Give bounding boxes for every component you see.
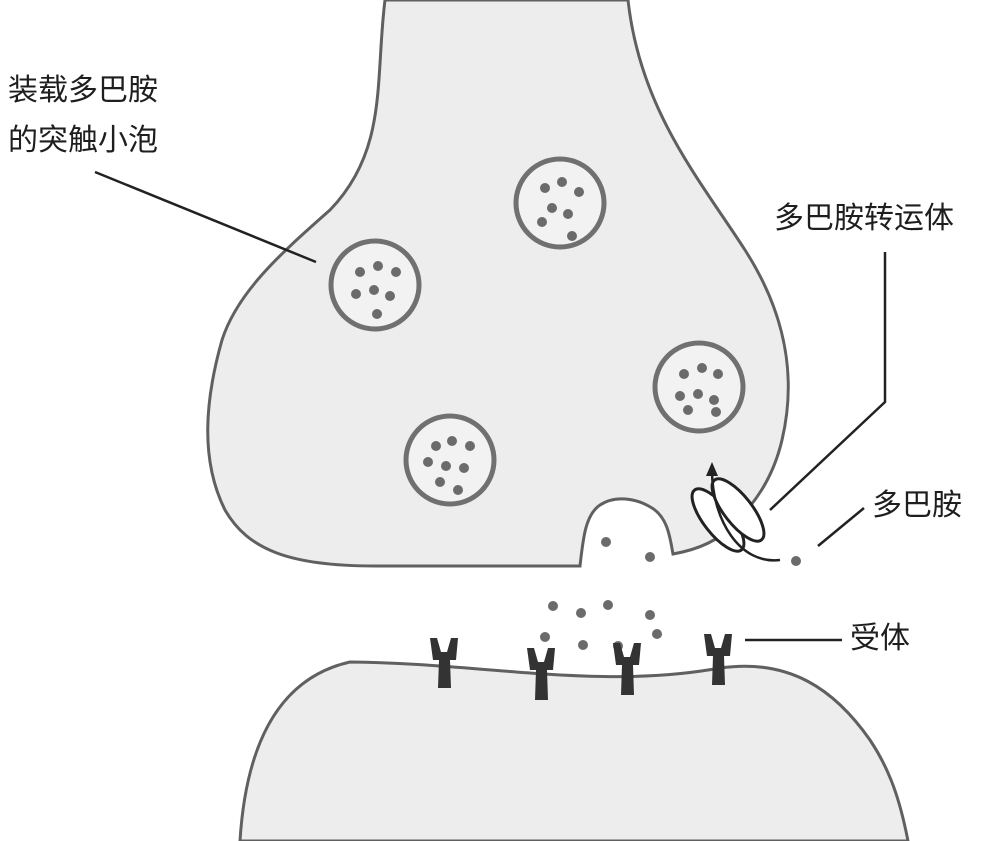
label-dopamine-transporter: 多巴胺转运体 — [774, 196, 954, 242]
leader-line-vesicle — [95, 172, 316, 262]
vesicle — [516, 159, 604, 247]
label-dopamine-vesicle-line2: 的突触小泡 — [8, 118, 158, 164]
label-dopamine-vesicle-line1: 装载多巴胺 — [8, 68, 158, 114]
vesicle — [406, 416, 494, 504]
vesicle — [331, 241, 419, 329]
label-dopamine: 多巴胺 — [872, 483, 962, 529]
label-receptor: 受体 — [850, 616, 910, 662]
vesicle — [655, 343, 743, 431]
postsynaptic-neuron — [240, 662, 908, 841]
presynaptic-terminal — [208, 0, 789, 566]
leader-line-dopamine — [818, 508, 864, 546]
